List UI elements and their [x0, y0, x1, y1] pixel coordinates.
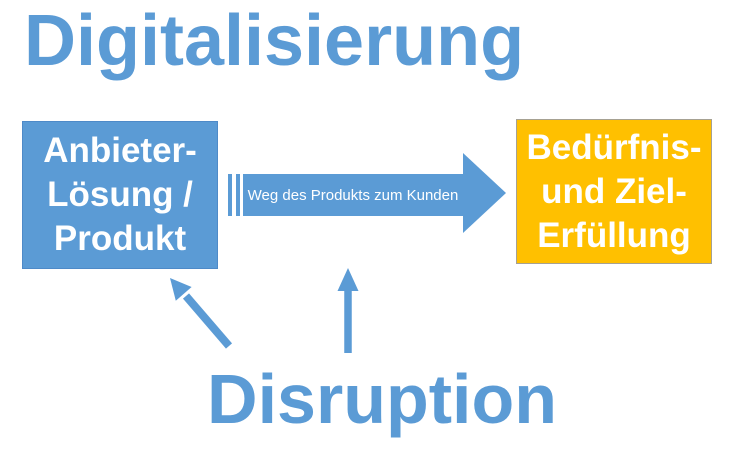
diagonal-up-left-arrow	[170, 278, 233, 349]
provider-box-line: Lösung /	[47, 175, 193, 214]
disruption-label: Disruption	[207, 360, 557, 438]
fulfillment-box-line: und Ziel-	[541, 171, 687, 211]
page-title: Digitalisierung	[24, 1, 525, 81]
process-arrow-stripe	[228, 174, 232, 216]
process-arrow: Weg des Produkts zum Kunden	[243, 174, 463, 216]
process-arrow-label: Weg des Produkts zum Kunden	[247, 186, 459, 204]
provider-box-line: Anbieter-	[43, 131, 197, 170]
process-arrow-head	[463, 153, 506, 233]
fulfillment-box-line: Erfüllung	[537, 215, 691, 255]
fulfillment-box-line: Bedürfnis-	[526, 127, 702, 167]
vertical-up-arrow	[337, 268, 359, 353]
fulfillment-box: Bedürfnis- und Ziel- Erfüllung	[516, 119, 712, 264]
process-arrow-stripe	[236, 174, 240, 216]
provider-solution-box: Anbieter- Lösung / Produkt	[22, 121, 218, 269]
provider-box-line: Produkt	[53, 219, 187, 258]
